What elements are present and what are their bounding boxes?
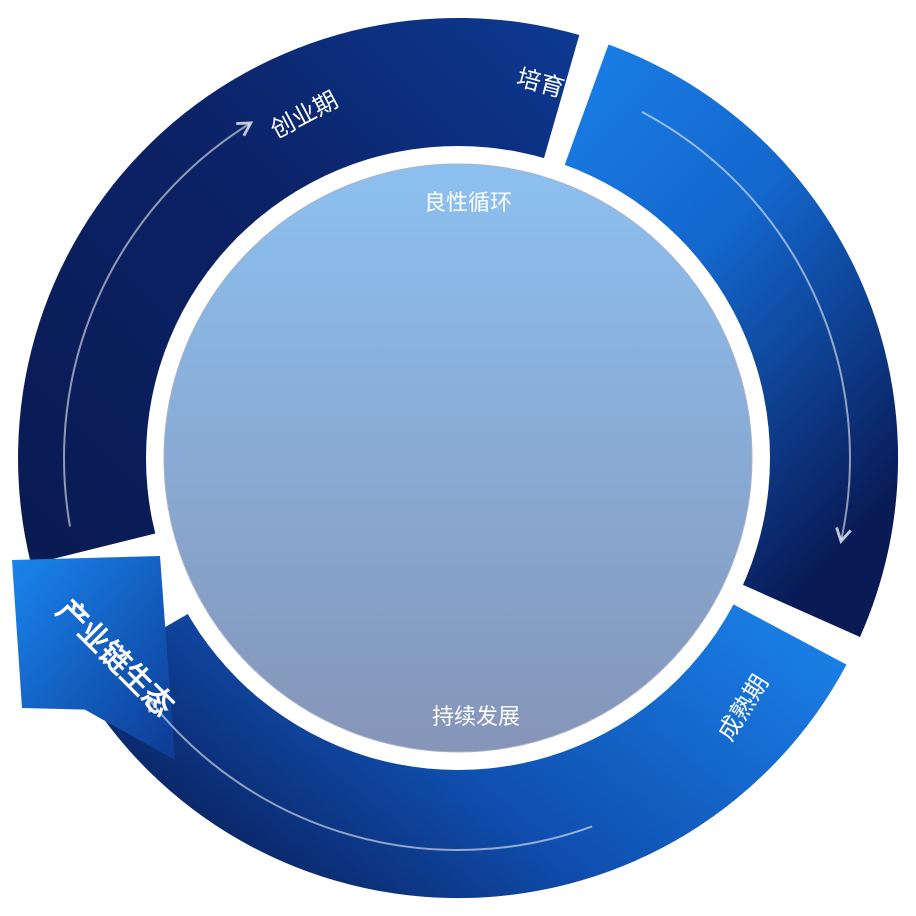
center-label-top: 良性循环 <box>424 191 512 216</box>
stage-segment-incubation <box>560 44 899 637</box>
flow-arrow-incubation <box>641 111 852 545</box>
flow-arrows <box>63 111 852 851</box>
center-label-bottom: 持续发展 <box>432 705 520 730</box>
center-circle <box>163 163 753 753</box>
flow-arrow-mature <box>146 695 593 851</box>
cycle-arrowhead <box>12 556 175 760</box>
stage-segment-mature <box>76 598 847 899</box>
flow-arrow-startup <box>63 121 254 527</box>
